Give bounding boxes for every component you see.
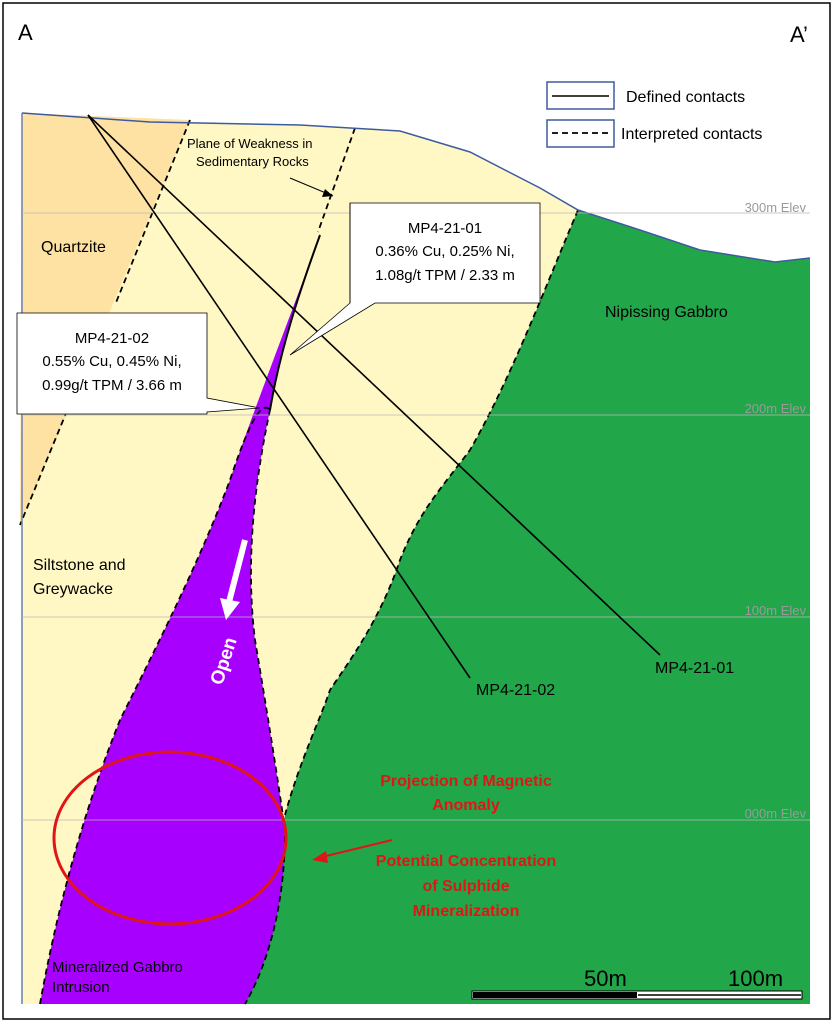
potential-label-line3: Mineralization bbox=[413, 903, 520, 920]
topography-line bbox=[21, 112, 811, 263]
open-arrow-icon bbox=[220, 539, 248, 620]
anomaly-label-line2: Anomaly bbox=[432, 797, 500, 814]
siltstone-label-line2: Greywacke bbox=[33, 581, 113, 598]
potential-label-line2: of Sulphide bbox=[422, 878, 509, 895]
hole-label-mp4-21-02: MP4-21-02 bbox=[476, 682, 555, 699]
callout2-grades: 0.55% Cu, 0.45% Ni, bbox=[42, 353, 181, 370]
weakness-plane-line bbox=[317, 127, 356, 233]
scale-label-100m: 100m bbox=[728, 966, 783, 991]
anomaly-label-line1: Projection of Magnetic bbox=[380, 773, 552, 790]
drillhole-mp4-21-01 bbox=[87, 114, 661, 656]
legend-defined-label: Defined contacts bbox=[626, 89, 745, 106]
quartzite-label: Quartzite bbox=[41, 239, 106, 256]
intrusion-label-line2: Intrusion bbox=[52, 979, 110, 996]
weakness-label-line2: Sedimentary Rocks bbox=[196, 154, 309, 169]
legend: Defined contacts Interpreted contacts bbox=[546, 81, 762, 148]
gabbro-label: Nipissing Gabbro bbox=[605, 304, 728, 321]
scale-bar bbox=[471, 990, 803, 1000]
scale-label-50m: 50m bbox=[584, 966, 627, 991]
section-label-a: A bbox=[18, 20, 33, 45]
intrusion-interpreted-contact bbox=[39, 406, 271, 1005]
potential-label-line1: Potential Concentration bbox=[376, 853, 556, 870]
intrusion-label-line1: Mineralized Gabbro bbox=[52, 959, 183, 976]
callout1-grades: 0.36% Cu, 0.25% Ni, bbox=[375, 243, 514, 260]
callout2-tpm: 0.99g/t TPM / 3.66 m bbox=[42, 377, 182, 394]
intrusion-interpreted-contact-east bbox=[244, 409, 286, 1005]
legend-interpreted-label: Interpreted contacts bbox=[621, 126, 762, 143]
potential-arrow-icon bbox=[312, 839, 393, 863]
gabbro-unit bbox=[245, 210, 810, 1004]
callout-mp4-21-01: MP4-21-01 0.36% Cu, 0.25% Ni, 1.08g/t TP… bbox=[289, 202, 541, 356]
callout-mp4-21-02: MP4-21-02 0.55% Cu, 0.45% Ni, 0.99g/t TP… bbox=[16, 312, 261, 415]
callout2-title: MP4-21-02 bbox=[75, 330, 149, 347]
intrusion-unit bbox=[40, 235, 320, 1004]
elev-label-000: 000m Elev bbox=[745, 806, 807, 821]
callout1-tpm: 1.08g/t TPM / 2.33 m bbox=[375, 267, 515, 284]
callout1-title: MP4-21-01 bbox=[408, 220, 482, 237]
siltstone-label-line1: Siltstone and bbox=[33, 557, 126, 574]
section-label-a-prime: A’ bbox=[790, 22, 808, 47]
elev-label-200: 200m Elev bbox=[745, 401, 807, 416]
weakness-label-line1: Plane of Weakness in bbox=[187, 136, 313, 151]
elev-label-100: 100m Elev bbox=[745, 603, 807, 618]
hole-label-mp4-21-01: MP4-21-01 bbox=[655, 660, 734, 677]
magnetic-anomaly-ellipse bbox=[52, 750, 288, 926]
drillhole-mp4-21-02 bbox=[87, 114, 471, 679]
quartzite-contact-upper bbox=[114, 119, 191, 306]
elev-label-300: 300m Elev bbox=[745, 200, 807, 215]
weakness-leader-arrowhead bbox=[322, 189, 333, 197]
gabbro-interpreted-contact bbox=[284, 209, 579, 816]
